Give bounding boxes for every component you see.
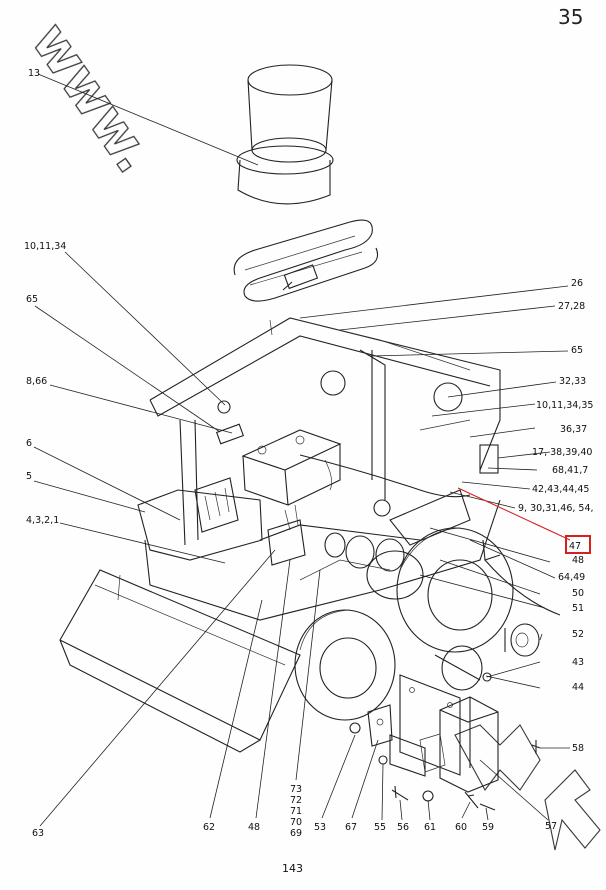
control-box-57 bbox=[419, 696, 499, 793]
callout-71: 71 bbox=[290, 806, 302, 817]
engine-components bbox=[267, 454, 471, 600]
watermark-text: www. bbox=[19, 11, 166, 184]
callout-61: 61 bbox=[424, 822, 436, 833]
part-43-44 bbox=[434, 645, 492, 691]
beacon-lamp bbox=[236, 64, 334, 205]
callout-72: 72 bbox=[290, 795, 302, 806]
relay-box bbox=[194, 477, 239, 533]
bucket bbox=[59, 569, 301, 753]
page-number: 35 bbox=[558, 5, 583, 29]
callout-6: 6 bbox=[26, 438, 32, 449]
highlight-leader-47 bbox=[457, 487, 571, 541]
callout-56: 56 bbox=[397, 822, 409, 833]
pulley-52 bbox=[504, 623, 540, 657]
callout-44: 44 bbox=[572, 682, 584, 693]
callout-55: 55 bbox=[374, 822, 386, 833]
callout-48-bottom: 48 bbox=[248, 822, 260, 833]
callout-8-66: 8,66 bbox=[26, 376, 47, 387]
callout-70: 70 bbox=[290, 817, 302, 828]
callout-53: 53 bbox=[314, 822, 326, 833]
callout-32-33: 32,33 bbox=[559, 376, 586, 387]
callout-69: 69 bbox=[290, 828, 302, 839]
callout-65-right: 65 bbox=[571, 345, 583, 356]
cab-frame bbox=[149, 317, 501, 546]
loader-body bbox=[137, 489, 501, 621]
callout-65-left: 65 bbox=[26, 294, 38, 305]
callout-64-49: 64,49 bbox=[558, 572, 585, 583]
callout-58: 58 bbox=[572, 743, 584, 754]
callout-50: 50 bbox=[572, 588, 584, 599]
bracket-67 bbox=[367, 704, 393, 747]
callout-10-11-34: 10,11,34 bbox=[24, 241, 66, 252]
callout-73: 73 bbox=[290, 784, 302, 795]
callout-labels: 13 10,11,34 65 8,66 6 5 4,3,2,1 26 27,28… bbox=[24, 68, 594, 839]
callout-62: 62 bbox=[203, 822, 215, 833]
callout-5: 5 bbox=[26, 471, 32, 482]
callout-52: 52 bbox=[572, 629, 584, 640]
coiled-cable bbox=[233, 219, 379, 302]
callout-17-38-39-40: 17, 38,39,40 bbox=[532, 447, 592, 458]
callout-26: 26 bbox=[571, 278, 583, 289]
watermark-letter-k bbox=[544, 769, 601, 851]
callout-51: 51 bbox=[572, 603, 584, 614]
callout-13: 13 bbox=[28, 68, 40, 79]
callout-67: 67 bbox=[345, 822, 357, 833]
callout-57: 57 bbox=[545, 821, 557, 832]
callout-68-41-7: 68,41,7 bbox=[552, 465, 588, 476]
mounting-plate bbox=[389, 674, 461, 777]
callout-43: 43 bbox=[572, 657, 584, 668]
battery bbox=[241, 429, 342, 506]
callout-36-37: 36,37 bbox=[560, 424, 587, 435]
callout-42-43-44-45: 42,43,44,45 bbox=[532, 484, 589, 495]
highlight-box-47 bbox=[565, 535, 591, 554]
wheels bbox=[294, 527, 514, 721]
callout-10-11-34-35: 10,11,34,35 bbox=[536, 400, 593, 411]
arrow-mark bbox=[482, 539, 561, 616]
small-fasteners bbox=[349, 722, 541, 811]
callout-48: 48 bbox=[572, 555, 584, 566]
leader-lines bbox=[33, 73, 570, 827]
callout-4-3-2-1: 4,3,2,1 bbox=[26, 515, 59, 526]
callout-47: 47 bbox=[569, 541, 581, 552]
callout-63: 63 bbox=[32, 828, 44, 839]
callout-9-30-31-46-54: 9, 30,31,46, 54, bbox=[518, 503, 594, 514]
callout-59: 59 bbox=[482, 822, 494, 833]
callout-60: 60 bbox=[455, 822, 467, 833]
footer-page-number: 143 bbox=[282, 862, 303, 875]
callout-27-28: 27,28 bbox=[558, 301, 585, 312]
